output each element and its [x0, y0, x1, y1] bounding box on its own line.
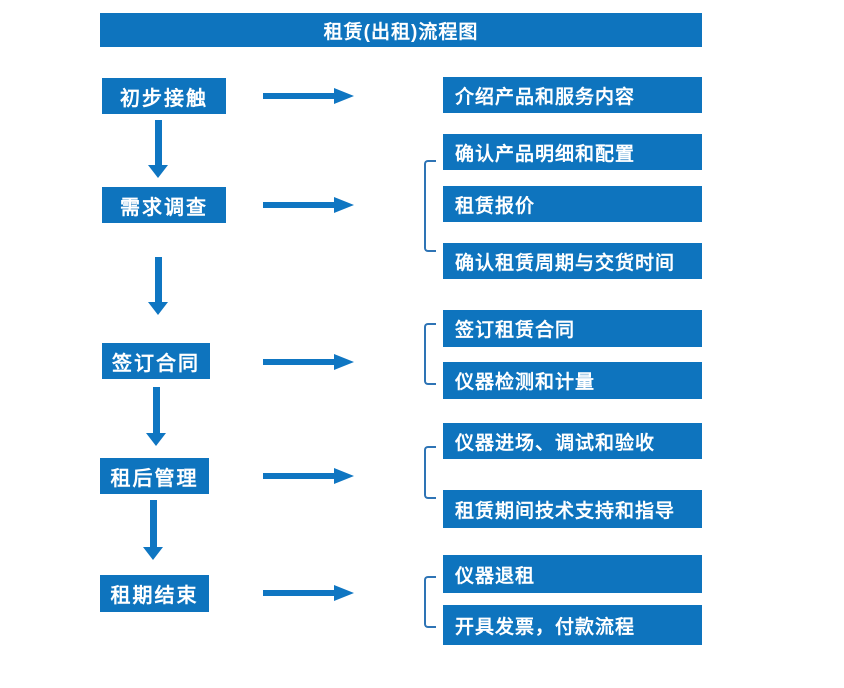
arrow-head-icon [148, 302, 168, 315]
stage-box-demand-survey: 需求调查 [102, 187, 226, 223]
output-box-tech-support: 租赁期间技术支持和指导 [443, 490, 702, 528]
output-box-sign-rental-contract: 签订租赁合同 [443, 310, 702, 347]
stage-box-initial-contact: 初步接触 [102, 78, 226, 114]
output-box-confirm-details: 确认产品明细和配置 [443, 134, 702, 170]
flowchart-title: 租赁(出租)流程图 [100, 13, 702, 47]
arrow-shaft [263, 359, 336, 365]
group-bracket [424, 576, 436, 628]
output-box-instrument-return: 仪器退租 [443, 555, 702, 593]
group-bracket [424, 323, 436, 385]
down-arrow [148, 257, 168, 315]
arrow-shaft [263, 590, 336, 596]
right-arrow [263, 88, 354, 104]
output-box-confirm-period: 确认租赁周期与交货时间 [443, 243, 702, 279]
right-arrow [263, 468, 354, 484]
group-bracket [424, 446, 436, 499]
arrow-head-icon [334, 88, 354, 104]
arrow-shaft [155, 120, 162, 165]
arrow-shaft [153, 387, 160, 433]
stage-box-rental-end: 租期结束 [100, 575, 209, 612]
group-bracket [424, 160, 436, 252]
arrow-head-icon [146, 433, 166, 446]
arrow-shaft [263, 93, 336, 99]
arrow-head-icon [143, 547, 163, 560]
arrow-shaft [263, 473, 336, 479]
down-arrow [143, 500, 163, 560]
arrow-shaft [155, 257, 162, 302]
right-arrow [263, 197, 354, 213]
down-arrow [148, 120, 168, 178]
output-box-rental-quote: 租赁报价 [443, 186, 702, 222]
stage-box-post-rental: 租后管理 [100, 458, 209, 494]
output-box-invoice-payment: 开具发票，付款流程 [443, 605, 702, 645]
arrow-head-icon [334, 197, 354, 213]
arrow-head-icon [334, 585, 354, 601]
down-arrow [146, 387, 166, 446]
arrow-shaft [263, 202, 336, 208]
right-arrow [263, 354, 354, 370]
output-box-instrument-setup: 仪器进场、调试和验收 [443, 423, 702, 459]
arrow-head-icon [148, 165, 168, 178]
stage-box-sign-contract: 签订合同 [102, 343, 210, 379]
output-box-introduce-products: 介绍产品和服务内容 [443, 77, 702, 113]
right-arrow [263, 585, 354, 601]
arrow-shaft [150, 500, 157, 547]
arrow-head-icon [334, 354, 354, 370]
arrow-head-icon [334, 468, 354, 484]
output-box-instrument-testing: 仪器检测和计量 [443, 362, 702, 399]
